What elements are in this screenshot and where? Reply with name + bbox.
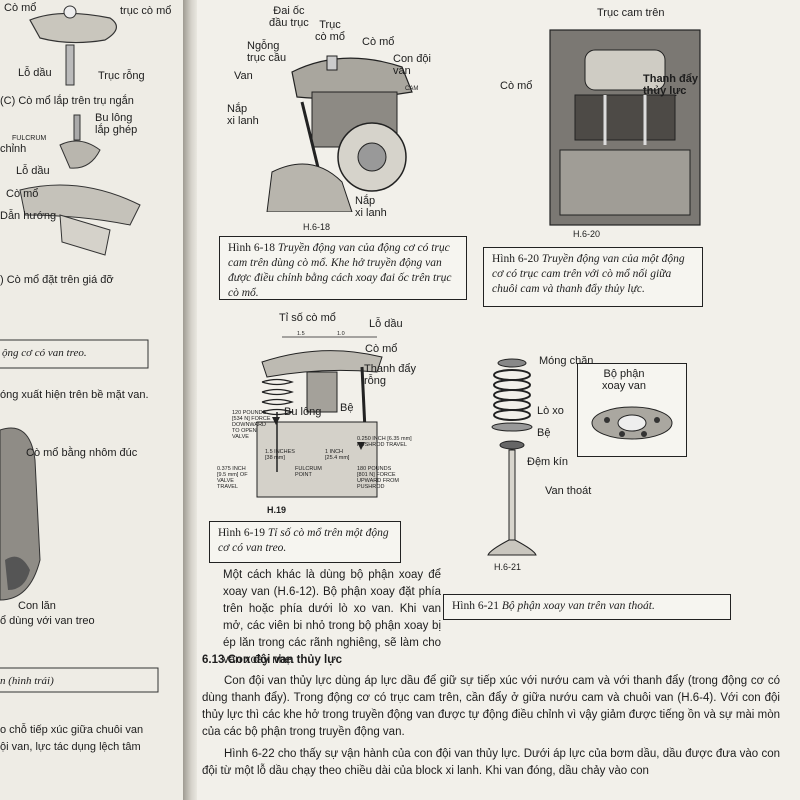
label-lo-dau-1: Lỗ dầu bbox=[18, 67, 52, 79]
label-con-lan: Con lăn bbox=[18, 600, 56, 612]
fig21-label-dem-kin: Đệm kín bbox=[527, 456, 568, 468]
label-co-mo-nhom: Cò mổ bằng nhôm đúc bbox=[26, 447, 138, 459]
text-fragment-left: óng xuất hiện trên bề mặt van. bbox=[0, 389, 149, 401]
fig21-number: H.6-21 bbox=[494, 562, 522, 572]
fig19-number: H.19 bbox=[267, 505, 287, 515]
fig19-force-up: 180 POUNDS [801 N] FORCE UPWARD FROM PUS… bbox=[357, 466, 399, 490]
book-gutter bbox=[183, 0, 197, 800]
fig20-label-thanh-day: Thanh đẩy thủy lực bbox=[643, 73, 699, 97]
fig21-label-bo-phan-xoay-van: Bộ phận xoay van bbox=[602, 368, 647, 392]
label-section-d: ) Cò mổ đặt trên giá đỡ bbox=[0, 274, 114, 286]
fig18-number: H.6-18 bbox=[303, 222, 331, 232]
fig21-caption-prefix: Hình 6-21 bbox=[452, 600, 499, 612]
rocker-arm-illustrations bbox=[0, 5, 159, 693]
label-truc-co-mo-top: trục cò mổ bbox=[120, 5, 172, 17]
fig19-dim-15: 1.5 bbox=[297, 331, 305, 337]
valve-rotator-inset-drawing bbox=[591, 406, 673, 440]
fig20-number: H.6-20 bbox=[573, 229, 601, 239]
paragraph-rotator: Một cách khác là dùng bộ phận xoay để xo… bbox=[223, 569, 441, 666]
fig19-label-thanh-day-rong: Thanh đẩy rỗng bbox=[364, 363, 416, 387]
fig19-pushrod-travel: 0.250 INCH [6.35 mm] PUSHROD TRAVEL bbox=[357, 436, 412, 448]
fig20-label-co-mo: Cò mổ bbox=[500, 80, 533, 92]
fig18-label-truc-co-mo: Trục cò mổ bbox=[315, 19, 345, 43]
label-chinh: chỉnh bbox=[0, 143, 27, 155]
fig19-label-lo-dau: Lỗ dầu bbox=[369, 318, 403, 330]
fig18-caption-prefix: Hình 6-18 bbox=[228, 242, 275, 254]
fig20-caption-text: Truyền động van của một động cơ có trục … bbox=[492, 253, 685, 295]
section-paragraph-2: Hình 6-22 cho thấy sự vận hành của con đ… bbox=[202, 748, 780, 777]
label-bu-long-lap-ghep: Bu lông lắp ghép bbox=[95, 112, 138, 136]
fig18-label-nap-xi-lanh-1: Nắp xi lanh bbox=[227, 103, 259, 127]
label-dan-huong: Dẫn hướng bbox=[0, 210, 57, 222]
fig19-label-be: Bệ bbox=[340, 402, 354, 414]
fig18-label-con-doi-van: Con đội van bbox=[393, 53, 431, 77]
fig19-force-down: 120 POUNDS [534 N] FORCE DOWNWARD TO OPE… bbox=[232, 410, 271, 440]
fig19-caption: Hình 6-19 Tỉ số cò mổ trên một động cơ c… bbox=[209, 521, 401, 563]
fig21-label-be: Bệ bbox=[537, 427, 551, 439]
fig20-caption: Hình 6-20 Truyền động van của một động c… bbox=[483, 247, 703, 307]
para-left-line-2: ội van, lực tác dụng lệch tâm bbox=[0, 741, 141, 753]
fig18-label-van: Van bbox=[234, 70, 253, 82]
fig19-dim-10: 1.0 bbox=[337, 331, 345, 337]
label-truc-rong: Trục rỗng bbox=[98, 70, 145, 82]
para-left-line-1: o chỗ tiếp xúc giữa chuôi van bbox=[0, 724, 144, 736]
label-section-c: (C) Cò mổ lắp trên trụ ngắn bbox=[0, 95, 134, 107]
fig18-label-co-mo: Cò mổ bbox=[362, 36, 395, 48]
right-page: Đai ốc đầu trục Trục cò mổ Cò mổ Ngỗng t… bbox=[197, 0, 800, 800]
fig19-caption-text: Tỉ số cò mổ trên một động cơ có van treo… bbox=[218, 527, 389, 554]
fig18-label-cam: CAM bbox=[405, 86, 419, 92]
fig18-label-nap-xi-lanh-2: Nắp xi lanh bbox=[355, 195, 387, 219]
fig21-caption: Hình 6-21 Bộ phận xoay van trên van thoá… bbox=[443, 594, 731, 620]
fig19-inch-1: 1 INCH [25.4 mm] bbox=[325, 449, 350, 461]
label-co-mo-top: Cò mổ bbox=[4, 2, 37, 14]
fig18-label-dai-oc: Đai ốc đầu trục bbox=[269, 5, 309, 29]
fig19-fulcrum-point: FULCRUM POINT bbox=[295, 466, 322, 478]
figure-6-19-drawing bbox=[256, 336, 383, 498]
fig18-caption: Hình 6-18 Truyền động van của động cơ có… bbox=[219, 236, 467, 300]
left-page: Cò mổ trục cò mổ Lỗ dầu Trục rỗng (C) Cò… bbox=[0, 0, 183, 800]
section-paragraph-1: Con đội van thủy lực dùng áp lực dầu để … bbox=[202, 675, 780, 738]
fig19-caption-prefix: Hình 6-19 bbox=[218, 527, 265, 539]
fig21-caption-text: Bộ phận xoay van trên van thoát. bbox=[501, 600, 655, 612]
label-lo-dau-2: Lỗ dầu bbox=[16, 165, 50, 177]
figure-6-20-drawing bbox=[549, 29, 701, 226]
label-fulcrum: FULCRUM bbox=[12, 135, 47, 142]
label-dung-voi-van-treo: ổ dùng với van treo bbox=[0, 615, 95, 627]
fig19-valve-travel: 0.375 INCH [9.5 mm] OF VALVE TRAVEL bbox=[217, 466, 248, 490]
label-co-mo-mid: Cò mổ bbox=[6, 188, 39, 200]
fig20-label-truc-cam-tren: Trục cam trên bbox=[597, 7, 665, 19]
fig19-label-bu-long: Bu lông bbox=[284, 406, 322, 418]
figure-6-18-drawing bbox=[266, 55, 413, 212]
fig21-label-van-thoat: Van thoát bbox=[545, 485, 592, 497]
fig21-inset-box: Bộ phận xoay van bbox=[577, 363, 687, 457]
caption-fragment-left: ộng cơ có van treo. bbox=[2, 347, 87, 359]
fig19-label-co-mo: Cò mổ bbox=[365, 343, 398, 355]
fig18-caption-text: Truyền động van của động cơ có trục cam … bbox=[228, 242, 452, 299]
fig19-label-ti-so: Tỉ số cò mổ bbox=[279, 312, 336, 324]
fig20-caption-prefix: Hình 6-20 bbox=[492, 253, 539, 265]
fig18-label-ngong-truc-cau: Ngỗng trục cầu bbox=[247, 40, 287, 64]
section-heading: 6.13 Con đội van thủy lực bbox=[202, 654, 342, 666]
fig19-inch-15: 1.5 INCHES [38 mm] bbox=[265, 449, 295, 461]
fig21-label-lo-xo: Lò xo bbox=[537, 405, 564, 417]
caption-fragment-left-2: n (hình trái) bbox=[0, 675, 54, 687]
figure-6-21-drawing bbox=[487, 358, 537, 556]
